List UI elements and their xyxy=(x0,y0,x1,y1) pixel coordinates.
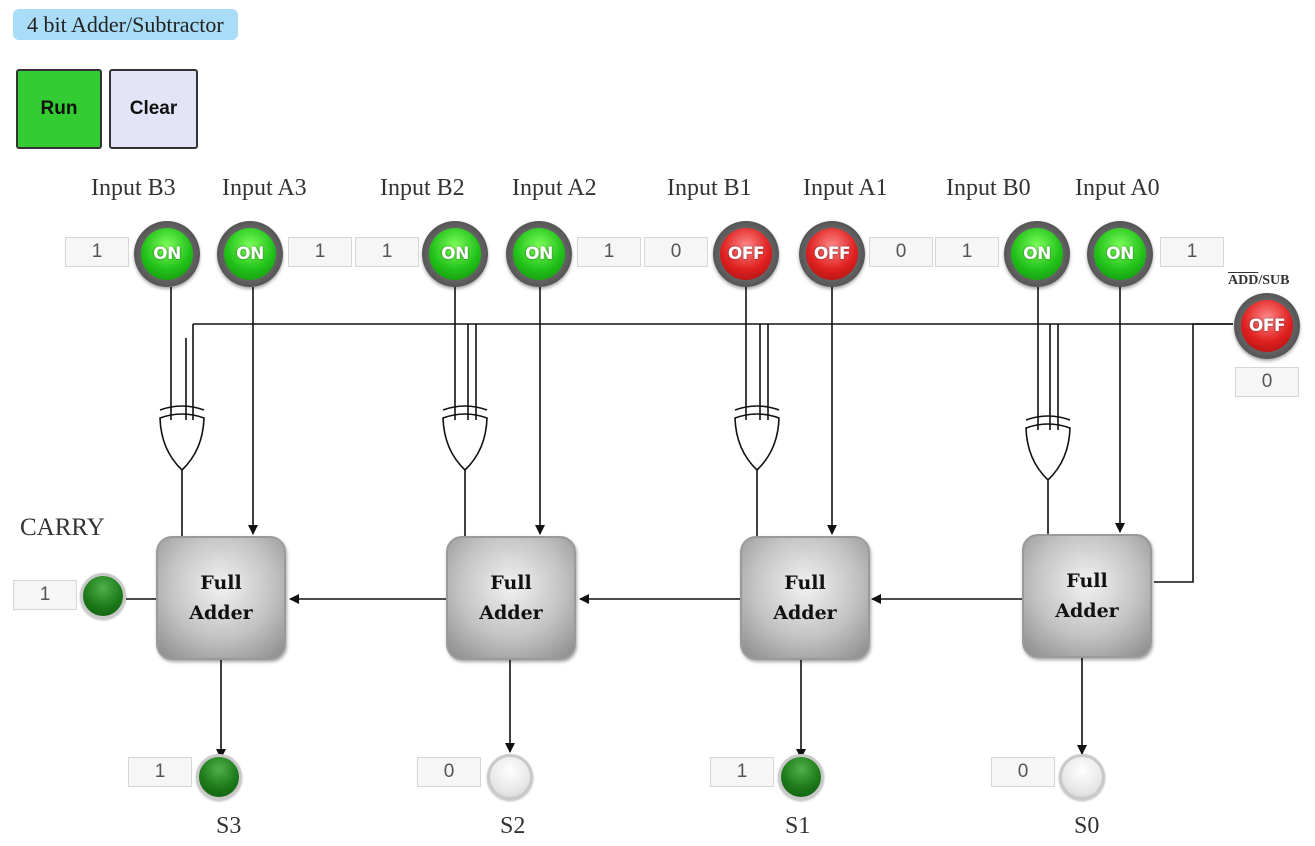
toggle-input-b0[interactable]: ON xyxy=(1004,221,1070,287)
full-adder-text-line1: Full xyxy=(200,572,242,594)
sub-text: /SUB xyxy=(1258,273,1290,288)
clear-button[interactable]: Clear xyxy=(109,69,198,149)
value-s0: 0 xyxy=(991,757,1055,787)
value-input-a0: 1 xyxy=(1160,237,1224,267)
label-s2: S2 xyxy=(500,813,526,839)
full-adder-text-line1: Full xyxy=(784,572,826,594)
value-s2: 0 xyxy=(417,757,481,787)
toggle-state-text: ON xyxy=(513,228,565,280)
toggle-input-a3[interactable]: ON xyxy=(217,221,283,287)
toggle-state-text: OFF xyxy=(806,228,858,280)
value-input-b0: 1 xyxy=(935,237,999,267)
value-s1: 1 xyxy=(710,757,774,787)
led-s0 xyxy=(1059,754,1105,800)
value-input-a2: 1 xyxy=(577,237,641,267)
value-add-sub: 0 xyxy=(1235,367,1299,397)
label-input-b2: Input B2 xyxy=(380,175,465,201)
toggle-state-text: OFF xyxy=(720,228,772,280)
label-input-b3: Input B3 xyxy=(91,175,176,201)
label-input-a2: Input A2 xyxy=(512,175,597,201)
carry-led xyxy=(80,573,126,619)
value-carry: 1 xyxy=(13,580,77,610)
value-s3: 1 xyxy=(128,757,192,787)
label-s3: S3 xyxy=(216,813,242,839)
value-input-a3: 1 xyxy=(288,237,352,267)
toggle-input-a0[interactable]: ON xyxy=(1087,221,1153,287)
toggle-input-b1[interactable]: OFF xyxy=(713,221,779,287)
led-s1 xyxy=(778,754,824,800)
full-adder-text-line1: Full xyxy=(1066,570,1108,592)
toggle-state-text: OFF xyxy=(1241,300,1293,352)
full-adder-text-line1: Full xyxy=(490,572,532,594)
toggle-add-sub[interactable]: OFF xyxy=(1234,293,1300,359)
full-adder-text-line2: Adder xyxy=(189,602,253,624)
toggle-state-text: ON xyxy=(1094,228,1146,280)
led-s2 xyxy=(487,754,533,800)
page-title: 4 bit Adder/Subtractor xyxy=(13,9,238,40)
label-input-b1: Input B1 xyxy=(667,175,752,201)
toggle-state-text: ON xyxy=(1011,228,1063,280)
label-input-b0: Input B0 xyxy=(946,175,1031,201)
toggle-state-text: ON xyxy=(224,228,276,280)
toggle-input-a2[interactable]: ON xyxy=(506,221,572,287)
full-adder-text-line2: Adder xyxy=(773,602,837,624)
label-input-a1: Input A1 xyxy=(803,175,888,201)
run-button[interactable]: Run xyxy=(16,69,102,149)
value-input-b1: 0 xyxy=(644,237,708,267)
toggle-state-text: ON xyxy=(141,228,193,280)
value-input-a1: 0 xyxy=(869,237,933,267)
toggle-input-a1[interactable]: OFF xyxy=(799,221,865,287)
label-s1: S1 xyxy=(785,813,811,839)
label-input-a3: Input A3 xyxy=(222,175,307,201)
full-adder-text-line2: Adder xyxy=(1055,600,1119,622)
toggle-state-text: ON xyxy=(429,228,481,280)
led-s3 xyxy=(196,754,242,800)
label-s0: S0 xyxy=(1074,813,1100,839)
add-sub-label: ADD/SUB xyxy=(1228,273,1289,289)
value-input-b3: 1 xyxy=(65,237,129,267)
label-input-a0: Input A0 xyxy=(1075,175,1160,201)
full-adder-text-line2: Adder xyxy=(479,602,543,624)
add-overline-text: ADD xyxy=(1228,273,1259,288)
toggle-input-b3[interactable]: ON xyxy=(134,221,200,287)
value-input-b2: 1 xyxy=(355,237,419,267)
carry-label: CARRY xyxy=(20,514,105,541)
toggle-input-b2[interactable]: ON xyxy=(422,221,488,287)
